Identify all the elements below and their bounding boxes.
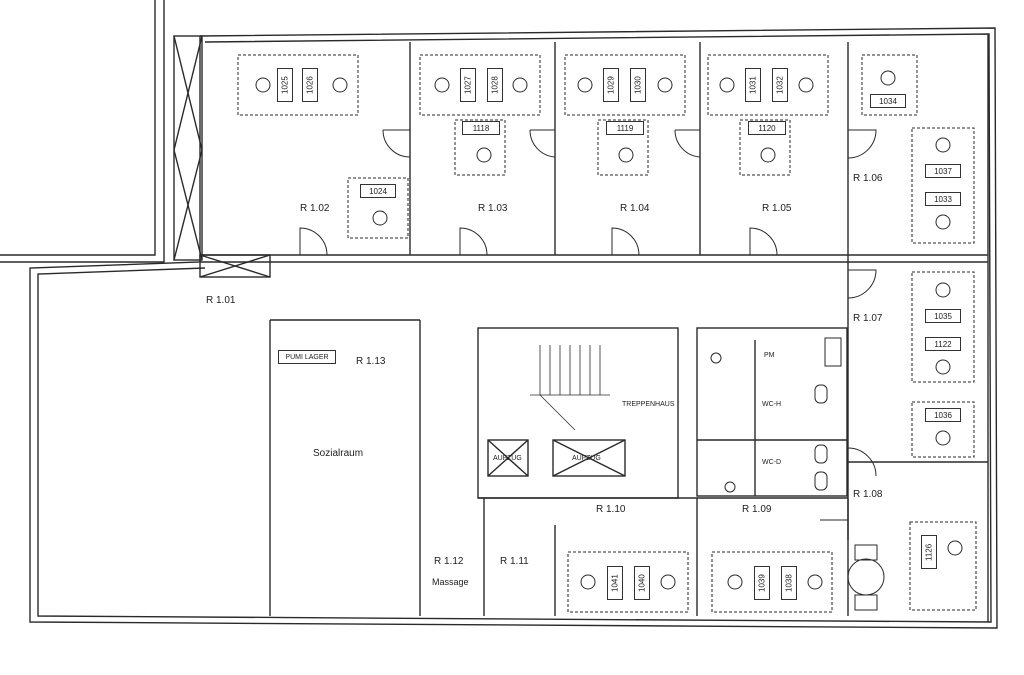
room-label-r103: R 1.03 <box>478 203 508 214</box>
desk-1028: 1028 <box>487 68 503 102</box>
desk-1032: 1032 <box>772 68 788 102</box>
room-label-r113: R 1.13 <box>356 356 386 367</box>
room-name-pumi-lager: PUMI LAGER <box>278 350 336 364</box>
desk-1027: 1027 <box>460 68 476 102</box>
desk-1039: 1039 <box>754 566 770 600</box>
desk-1040: 1040 <box>634 566 650 600</box>
desk-1038: 1038 <box>781 566 797 600</box>
desk-1119: 1119 <box>606 121 644 135</box>
desk-1035: 1035 <box>925 309 961 323</box>
desk-1029: 1029 <box>603 68 619 102</box>
room-name-wc-h: WC-H <box>762 401 782 408</box>
room-name-pm: PM <box>764 352 775 359</box>
desk-1036: 1036 <box>925 408 961 422</box>
desk-1026: 1026 <box>302 68 318 102</box>
room-label-r110: R 1.10 <box>596 504 626 515</box>
room-label-r104: R 1.04 <box>620 203 650 214</box>
furniture <box>237 54 977 613</box>
desk-1025: 1025 <box>277 68 293 102</box>
walls <box>0 0 998 629</box>
room-name-wc-d: WC-D <box>762 459 782 466</box>
desk-1033: 1033 <box>925 192 961 206</box>
room-label-r101: R 1.01 <box>206 295 236 306</box>
desk-1031: 1031 <box>745 68 761 102</box>
desk-1118: 1118 <box>462 121 500 135</box>
desk-1122: 1122 <box>925 337 961 351</box>
desk-1024: 1024 <box>360 184 396 198</box>
room-label-r106: R 1.06 <box>853 173 883 184</box>
desk-1034: 1034 <box>870 94 906 108</box>
room-name-sozialraum: Sozialraum <box>313 448 364 459</box>
room-label-r109: R 1.09 <box>742 504 772 515</box>
desk-1037: 1037 <box>925 164 961 178</box>
desk-1126: 1126 <box>921 535 937 569</box>
desk-1041: 1041 <box>607 566 623 600</box>
room-name-massage: Massage <box>432 577 469 587</box>
room-label-r102: R 1.02 <box>300 203 330 214</box>
room-name-aufzug-2: AUFZUG <box>572 455 601 462</box>
room-label-r108: R 1.08 <box>853 489 883 500</box>
room-name-treppenhaus: TREPPENHAUS <box>622 401 675 408</box>
desk-1030: 1030 <box>630 68 646 102</box>
room-label-r111: R 1.11 <box>500 556 529 567</box>
room-label-r112: R 1.12 <box>434 556 464 567</box>
desk-1120: 1120 <box>748 121 786 135</box>
room-name-aufzug-1: AUFZUG <box>493 455 522 462</box>
room-label-r107: R 1.07 <box>853 313 883 324</box>
room-label-r105: R 1.05 <box>762 203 792 214</box>
